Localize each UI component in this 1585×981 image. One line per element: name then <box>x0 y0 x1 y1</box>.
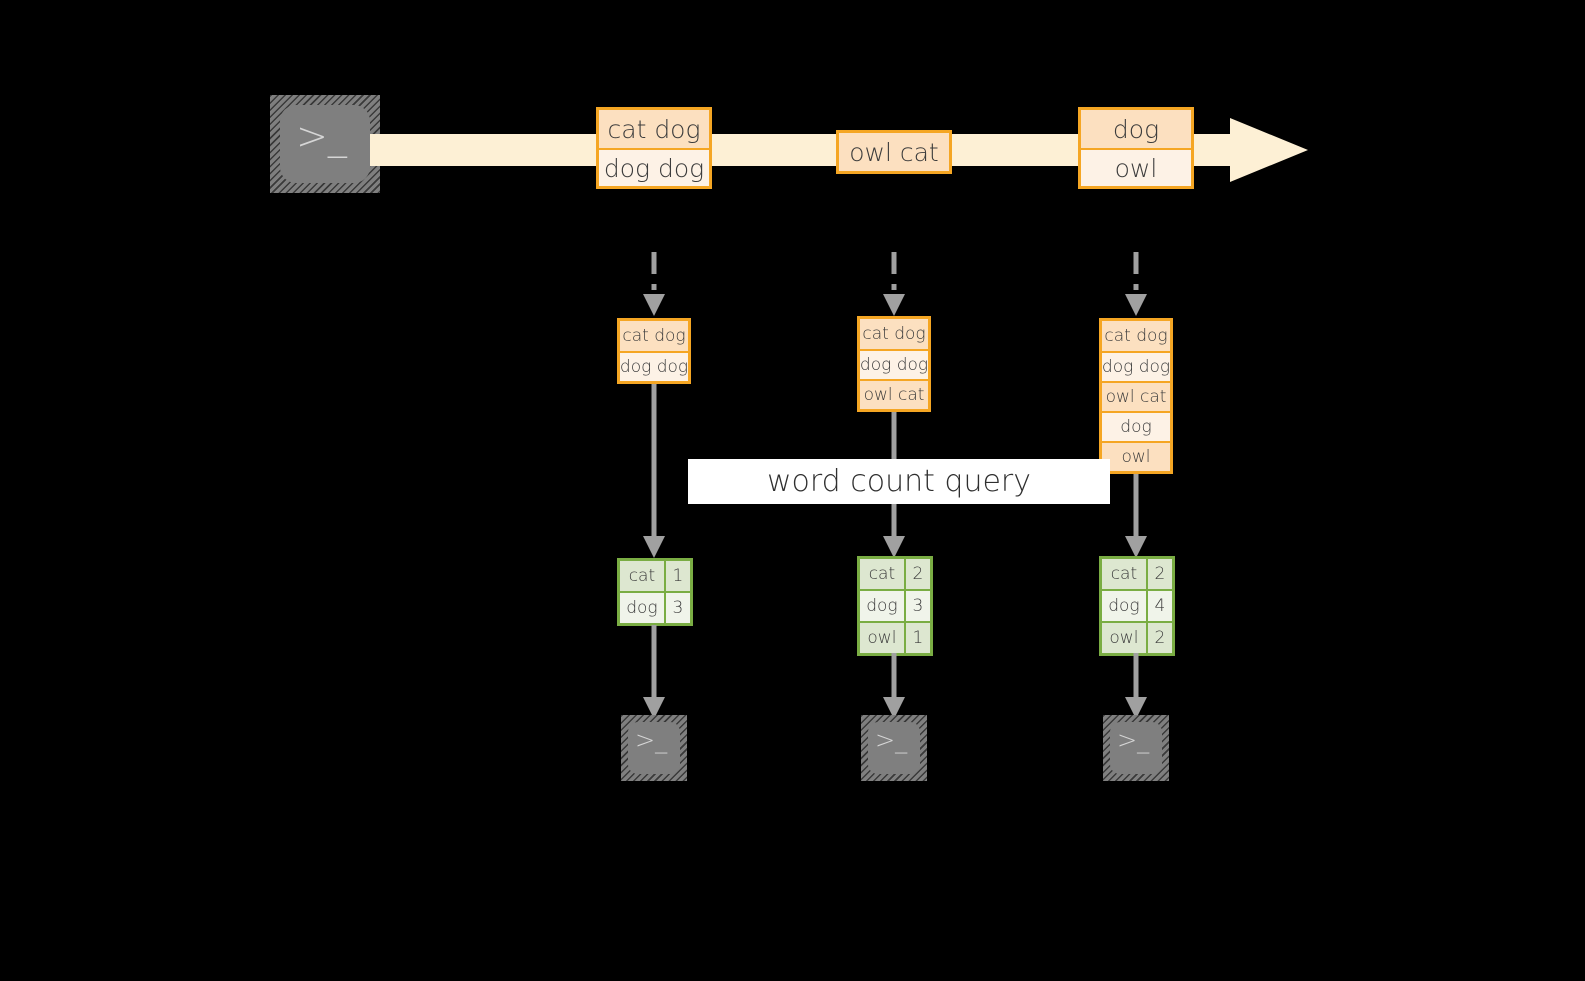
record-row: dog <box>1102 411 1170 441</box>
table-row: cat 1 <box>620 561 690 591</box>
table-row: dog 4 <box>1102 589 1172 621</box>
result-count: 4 <box>1145 591 1172 621</box>
arrowhead <box>643 536 665 558</box>
terminal-prompt-glyph: >_ <box>875 726 908 754</box>
table-row: dog 3 <box>620 591 690 623</box>
arrowhead <box>643 294 665 316</box>
stream-group-2: owl cat <box>836 130 952 174</box>
result-word: cat <box>1102 559 1146 589</box>
result-table-column-1: cat 1 dog 3 <box>617 558 693 626</box>
producer-terminal-icon: >_ <box>270 95 380 193</box>
dashed-connector-column-1 <box>643 252 665 316</box>
arrowhead <box>883 536 905 558</box>
result-count: 2 <box>1145 623 1172 653</box>
result-count: 3 <box>903 591 930 621</box>
stream-record: dog <box>1081 110 1191 148</box>
consumer-terminal-icon-2: >_ <box>861 715 927 781</box>
terminal-prompt-glyph: >_ <box>296 114 347 158</box>
dashed-connector-column-2 <box>883 252 905 316</box>
query-label: word count query <box>688 459 1110 504</box>
consumer-terminal-icon-3: >_ <box>1103 715 1169 781</box>
terminal-screen <box>868 722 920 774</box>
result-word: cat <box>620 561 664 591</box>
record-row: dog dog <box>1102 351 1170 381</box>
result-word: dog <box>860 591 904 621</box>
record-row: dog dog <box>620 351 688 381</box>
terminal-screen <box>1110 722 1162 774</box>
arrowhead <box>1125 536 1147 558</box>
record-row: cat dog <box>860 319 928 349</box>
record-row: cat dog <box>620 321 688 351</box>
output-connector-column-3 <box>1125 653 1147 719</box>
accumulated-records-column-1: cat dog dog dog <box>617 318 691 384</box>
result-count: 1 <box>663 561 690 591</box>
arrowhead <box>883 294 905 316</box>
table-row: cat 2 <box>1102 559 1172 589</box>
table-row: dog 3 <box>860 589 930 621</box>
result-word: dog <box>1102 591 1146 621</box>
record-row: owl <box>1102 441 1170 471</box>
record-row: owl cat <box>860 379 928 409</box>
table-row: cat 2 <box>860 559 930 589</box>
record-row: dog dog <box>860 349 928 379</box>
output-connector-column-2 <box>883 653 905 719</box>
output-connector-column-1 <box>643 625 665 719</box>
stream-record: owl <box>1081 148 1191 186</box>
result-word: cat <box>860 559 904 589</box>
stream-group-1: cat dog dog dog <box>596 107 712 189</box>
query-connector-column-1 <box>643 384 665 558</box>
accumulated-records-column-3: cat dog dog dog owl cat dog owl <box>1099 318 1173 474</box>
consumer-terminal-icon-1: >_ <box>621 715 687 781</box>
result-table-column-3: cat 2 dog 4 owl 2 <box>1099 556 1175 656</box>
result-table-column-2: cat 2 dog 3 owl 1 <box>857 556 933 656</box>
accumulated-records-column-2: cat dog dog dog owl cat <box>857 316 931 412</box>
result-count: 2 <box>903 559 930 589</box>
stream-record: owl cat <box>839 133 949 171</box>
query-connector-column-3 <box>1125 474 1147 558</box>
record-row: owl cat <box>1102 381 1170 411</box>
result-word: owl <box>1102 623 1146 653</box>
stream-record: dog dog <box>599 148 709 186</box>
result-word: owl <box>860 623 904 653</box>
result-word: dog <box>620 593 664 623</box>
stream-record: cat dog <box>599 110 709 148</box>
stream-group-3: dog owl <box>1078 107 1194 189</box>
table-row: owl 2 <box>1102 621 1172 653</box>
result-count: 1 <box>903 623 930 653</box>
result-count: 3 <box>663 593 690 623</box>
terminal-prompt-glyph: >_ <box>1117 726 1150 754</box>
record-row: cat dog <box>1102 321 1170 351</box>
terminal-prompt-glyph: >_ <box>635 726 668 754</box>
arrowhead <box>1125 294 1147 316</box>
table-row: owl 1 <box>860 621 930 653</box>
dashed-connector-column-3 <box>1125 252 1147 316</box>
terminal-screen <box>280 105 370 183</box>
result-count: 2 <box>1145 559 1172 589</box>
terminal-screen <box>628 722 680 774</box>
